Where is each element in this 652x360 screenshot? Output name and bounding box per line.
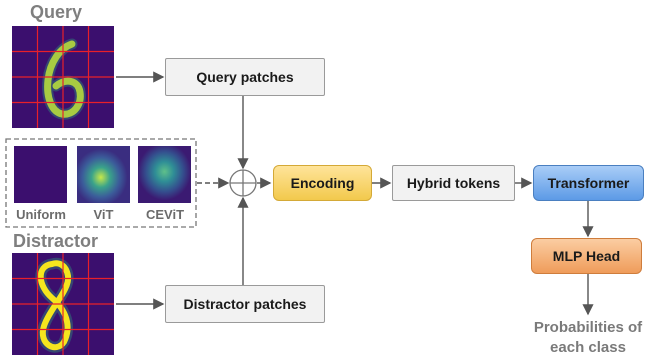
query-image (12, 26, 114, 128)
vit-label: ViT (93, 207, 114, 222)
distractor-image (12, 253, 114, 355)
query-label: Query (30, 2, 83, 22)
distractor-label: Distractor (13, 231, 99, 251)
uniform-map (14, 146, 67, 203)
encoding-box: Encoding (273, 165, 372, 201)
output-label: Probabilities of each class (508, 318, 652, 358)
transformer-box: Transformer (533, 165, 644, 201)
cevit-map (138, 146, 191, 203)
output-line-2: each class (550, 339, 626, 356)
sum-node (229, 169, 257, 197)
output-line-1: Probabilities of (533, 319, 643, 336)
vit-map (77, 146, 130, 203)
uniform-label: Uniform (16, 207, 66, 222)
query-patches-box: Query patches (165, 58, 325, 96)
mlp-head-box: MLP Head (531, 238, 642, 274)
hybrid-tokens-box: Hybrid tokens (392, 165, 515, 201)
distractor-patches-box: Distractor patches (165, 285, 325, 323)
encoding-options-panel (5, 138, 197, 228)
cevit-label: CEViT (145, 207, 185, 222)
